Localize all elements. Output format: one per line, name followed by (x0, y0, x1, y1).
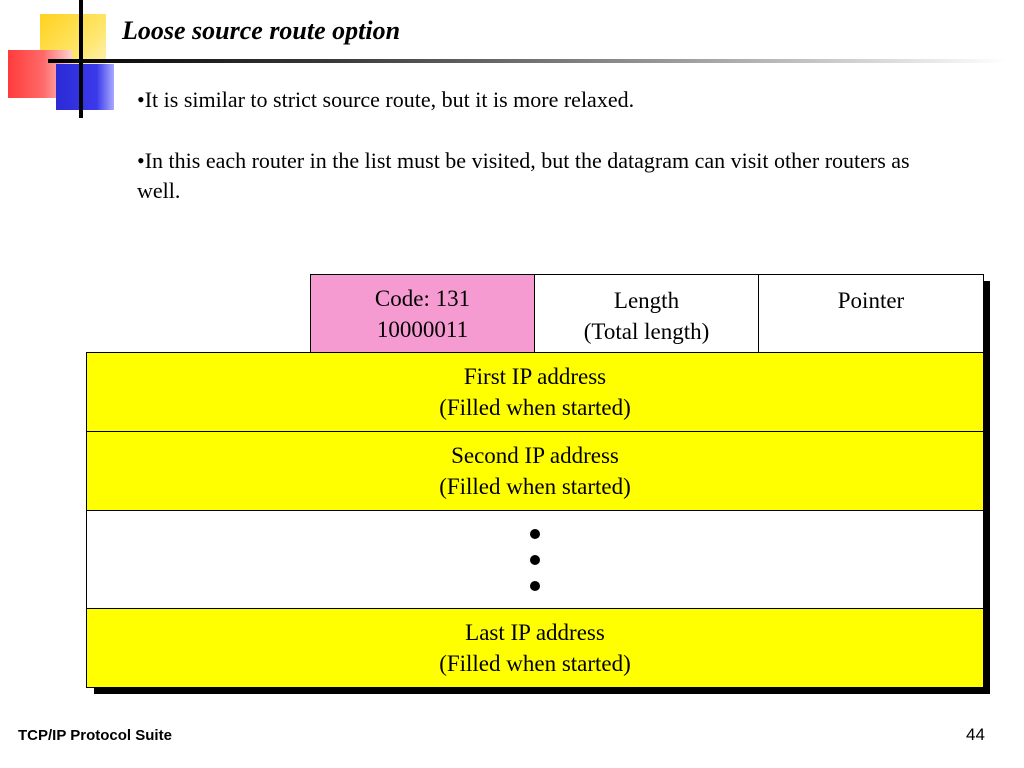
slide-number: 44 (966, 725, 985, 744)
length-field-note: (Total length) (583, 319, 710, 344)
second-ip-address-field: Second IP address (Filled when started) (86, 431, 984, 511)
second-ip-address-note: (Filled when started) (439, 474, 631, 499)
pointer-field-label: Pointer (837, 288, 905, 313)
decorative-blue-square (56, 64, 114, 110)
code-field-value: Code: 131 (374, 285, 471, 311)
pointer-field: Pointer (758, 274, 984, 353)
first-ip-address-label: First IP address (463, 364, 607, 389)
title-underline (48, 59, 1008, 63)
last-ip-address-field: Last IP address (Filled when started) (86, 608, 984, 688)
ellipsis-dot (530, 528, 540, 539)
bullet-point-2: •In this each router in the list must be… (137, 148, 910, 203)
second-ip-address-label: Second IP address (451, 443, 619, 468)
last-ip-address-note: (Filled when started) (439, 651, 631, 676)
footer-course-title: TCP/IP Protocol Suite (18, 727, 172, 744)
code-field: Code: 131 10000011 (310, 274, 535, 353)
length-field-label: Length (613, 288, 680, 313)
slide-title: Loose source route option (122, 16, 401, 45)
ellipsis-dot (530, 580, 540, 591)
first-ip-address-note: (Filled when started) (439, 395, 631, 420)
length-field: Length (Total length) (534, 274, 759, 353)
ellipsis-field (86, 510, 984, 609)
first-ip-address-field: First IP address (Filled when started) (86, 352, 984, 432)
code-field-binary: 10000011 (376, 316, 469, 342)
ellipsis-dot (530, 554, 540, 565)
last-ip-address-label: Last IP address (465, 620, 605, 645)
bullet-point-1: •It is similar to strict source route, b… (137, 87, 635, 112)
